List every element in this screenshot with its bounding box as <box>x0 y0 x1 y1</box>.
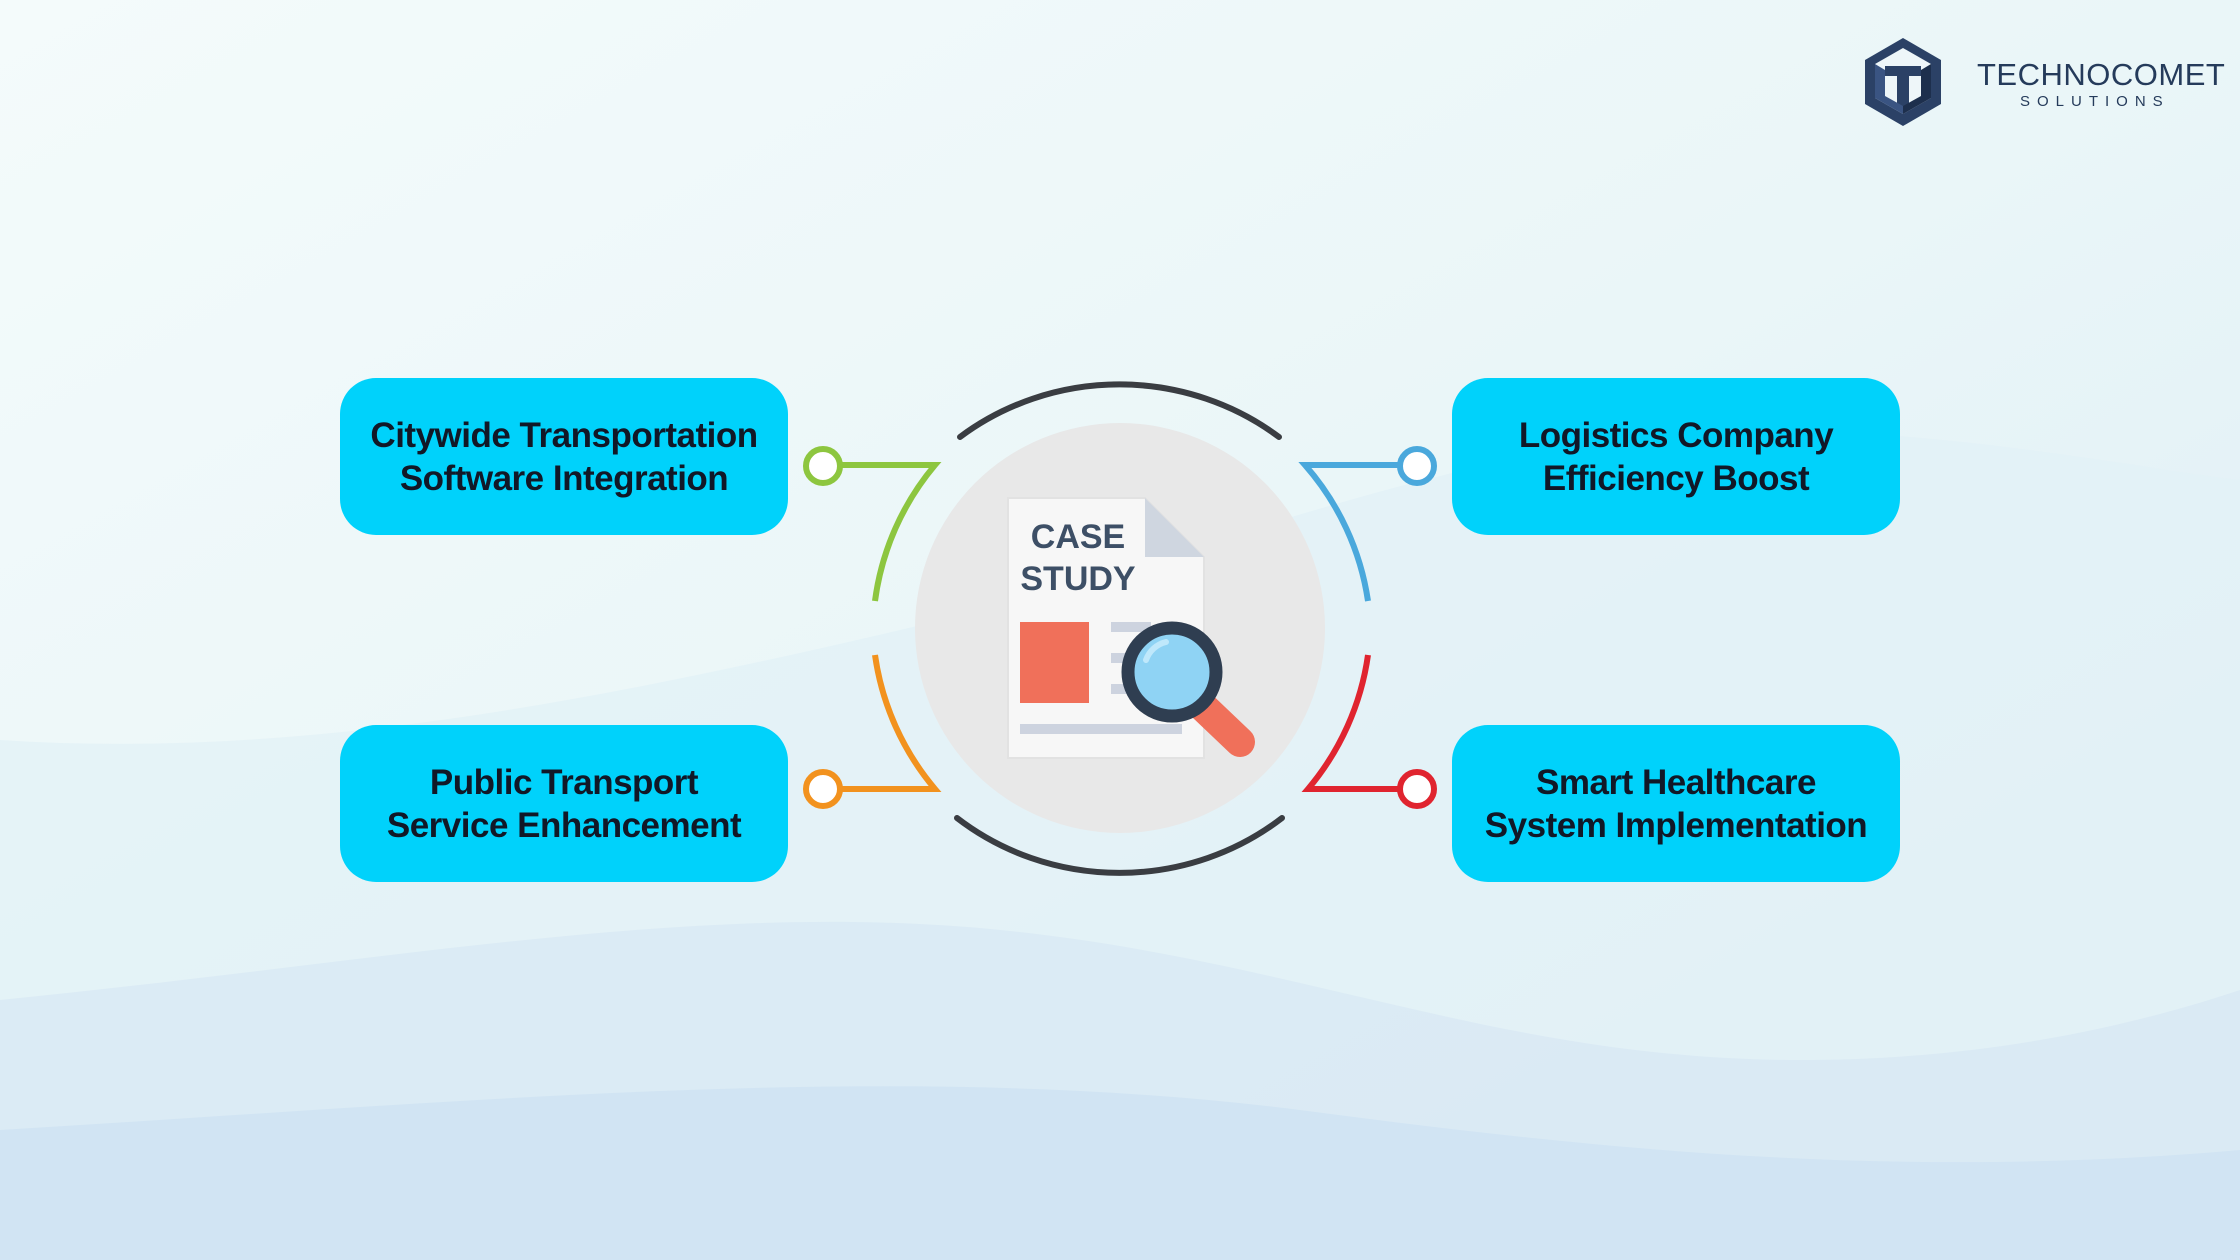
card-title-line1: Logistics Company <box>1518 415 1834 455</box>
card-title-line2: Software Integration <box>399 458 729 498</box>
case-study-label-line1: CASE <box>1030 518 1126 556</box>
connector-bottom-right <box>1301 654 1400 792</box>
ring-arc-top <box>957 381 1282 440</box>
connector-top-right <box>1298 462 1400 602</box>
card-title: Public Transport Service Enhancement <box>386 761 742 847</box>
case-card-smart-healthcare[interactable]: Smart Healthcare System Implementation <box>1452 725 1900 882</box>
card-title-line1: Smart Healthcare <box>1536 762 1816 802</box>
card-title-line1: Public Transport <box>429 762 699 802</box>
connector-top-left <box>840 462 942 602</box>
case-card-public-transport[interactable]: Public Transport Service Enhancement <box>340 725 788 882</box>
case-card-citywide-transportation[interactable]: Citywide Transportation Software Integra… <box>340 378 788 535</box>
card-title-line1: Citywide Transportation <box>370 415 758 455</box>
technocomet-logo[interactable]: TECHNOCOMET SOLUTIONS <box>1855 34 2225 130</box>
case-card-logistics-company[interactable]: Logistics Company Efficiency Boost <box>1452 378 1900 535</box>
card-title-line2: Service Enhancement <box>386 805 742 845</box>
connector-bottom-left <box>840 654 942 792</box>
case-study-label-line2: STUDY <box>1020 560 1136 598</box>
brand-tagline: SOLUTIONS <box>2020 93 2170 110</box>
connector-dot-top-right <box>1397 446 1437 486</box>
connector-dot-top-left <box>803 446 843 486</box>
magnifier-icon <box>1121 621 1255 757</box>
case-study-label: CASE STUDY <box>1008 516 1148 600</box>
technocomet-logo-mark-icon <box>1865 38 1941 126</box>
brand-name: TECHNOCOMET <box>1977 57 2226 92</box>
card-title: Smart Healthcare System Implementation <box>1484 761 1868 847</box>
card-title: Citywide Transportation Software Integra… <box>370 414 758 500</box>
card-title: Logistics Company Efficiency Boost <box>1518 414 1834 500</box>
card-title-line2: System Implementation <box>1484 805 1868 845</box>
connector-dot-bottom-left <box>803 769 843 809</box>
connector-dot-bottom-right <box>1397 769 1437 809</box>
card-title-line2: Efficiency Boost <box>1542 458 1810 498</box>
ring-arc-bottom <box>954 815 1285 876</box>
